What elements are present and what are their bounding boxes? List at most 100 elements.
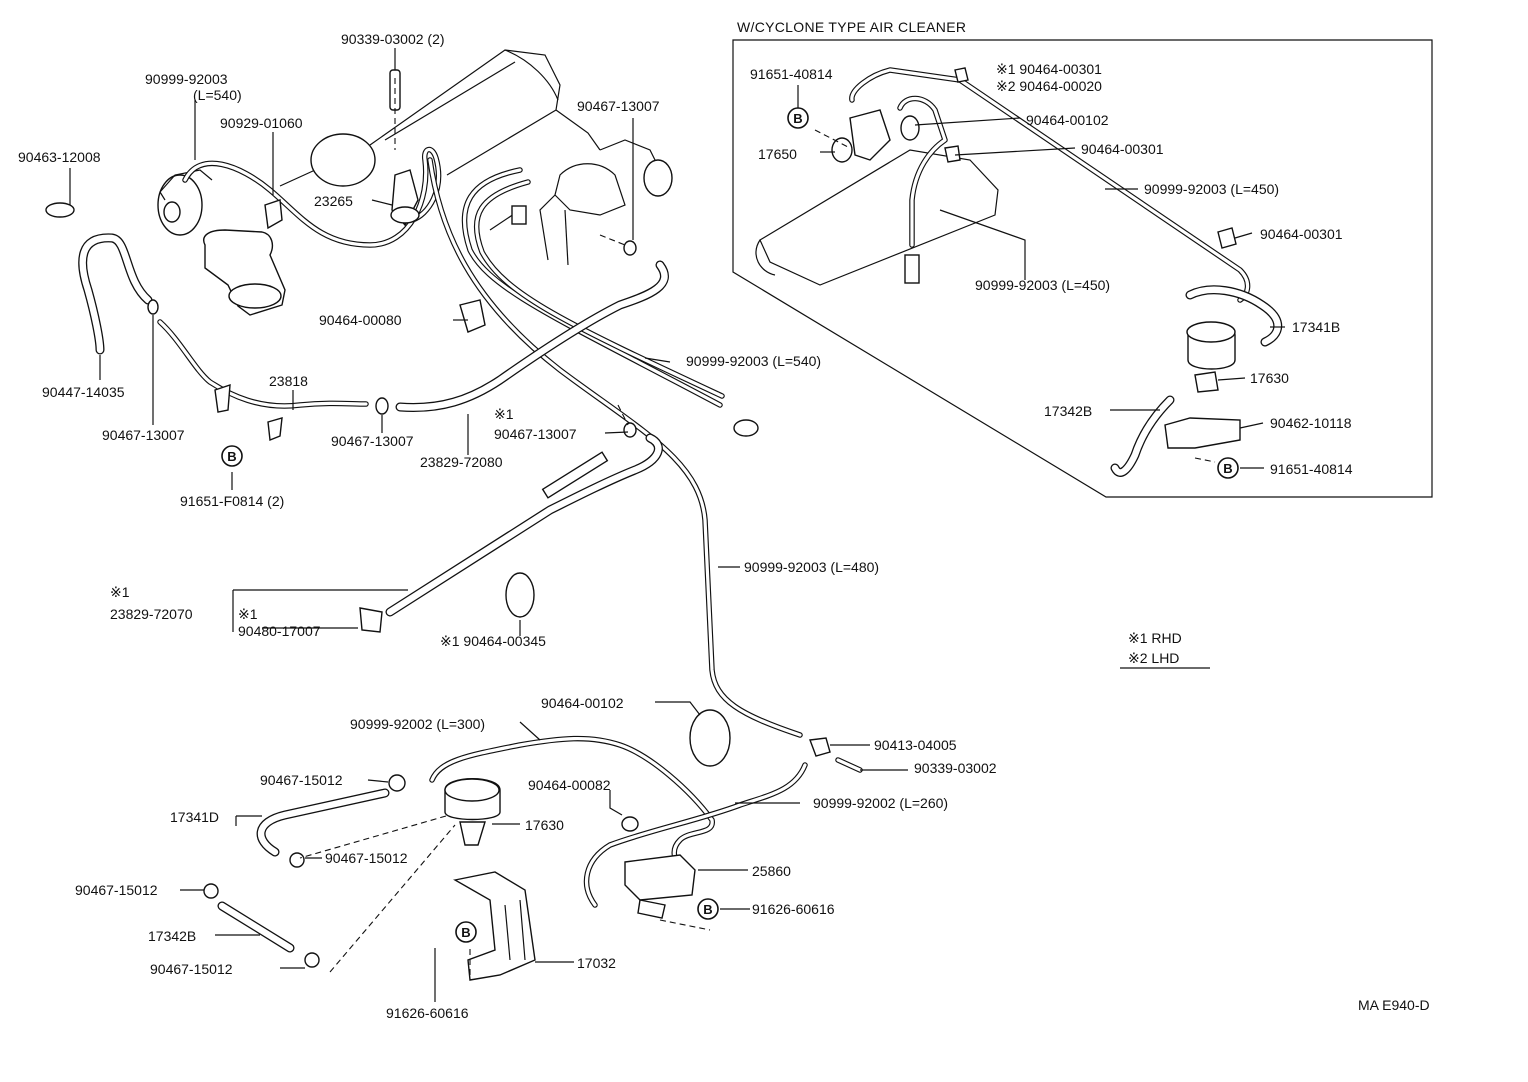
air-cleaner-housing [157, 169, 286, 316]
part-label: 90464-00301 [1260, 226, 1343, 242]
part-label: 90999-92003 (L=480) [744, 559, 879, 575]
clip-90467-d [623, 422, 637, 438]
svg-text:B: B [703, 902, 712, 917]
bracket-17032 [453, 871, 536, 981]
part-label: 90999-92003 [145, 71, 228, 87]
svg-text:B: B [227, 449, 236, 464]
part-label: 90464-00102 [541, 695, 624, 711]
part-label: ※1 [110, 584, 130, 600]
clip-90467-15012-c [203, 883, 219, 899]
legend-lhd: ※2 LHD [1128, 650, 1179, 666]
clamp-inset-00102 [900, 115, 920, 141]
part-label: 17342B [1044, 403, 1092, 419]
inset-parts [755, 67, 1283, 477]
part-label: 17341D [170, 809, 219, 825]
svg-text:B: B [461, 925, 470, 940]
part-label: 90467-15012 [325, 850, 408, 866]
clip-90929 [264, 199, 283, 230]
bolt-mark-4: B [787, 107, 809, 129]
inset-title: W/CYCLONE TYPE AIR CLEANER [737, 19, 966, 35]
part-label: 17341B [1292, 319, 1340, 335]
part-labels: 90339-03002 (2) 90999-92003 (L=540) 9092… [18, 31, 1353, 1021]
part-label: 23818 [269, 373, 308, 389]
engine-outline [279, 49, 673, 266]
part-label: 90467-13007 [102, 427, 185, 443]
clamp-90464-00102 [689, 709, 731, 767]
part-label: 91626-60616 [752, 901, 835, 917]
leader-lines [69, 48, 1285, 1002]
bolt-mark-2: B [455, 921, 477, 943]
part-label: 91651-F0814 (2) [180, 493, 284, 509]
clip-90464-00082 [621, 816, 639, 832]
clamp-90464-00345 [505, 572, 535, 618]
clamp-90464-00080 [459, 299, 486, 333]
part-label: 23829-72080 [420, 454, 503, 470]
part-label: 91626-60616 [386, 1005, 469, 1021]
clip-90467-a [147, 299, 159, 315]
part-label: 17630 [1250, 370, 1289, 386]
clip-90467-15012-b [289, 852, 305, 868]
tee-90413 [809, 737, 831, 757]
part-label: ※1 90464-00345 [440, 633, 546, 649]
svg-text:B: B [793, 111, 802, 126]
bolt-mark-3: B [697, 898, 719, 920]
part-label: 90467-15012 [75, 882, 158, 898]
bracket-90462 [1164, 417, 1241, 449]
part-label: 17650 [758, 146, 797, 162]
part-label: 17630 [525, 817, 564, 833]
clip-90467-b [375, 397, 389, 415]
part-label: 90447-14035 [42, 384, 125, 400]
clip-90467-15012-a [388, 774, 406, 792]
inset-frame: W/CYCLONE TYPE AIR CLEANER [732, 19, 1433, 498]
part-label: 90467-13007 [331, 433, 414, 449]
hoses [78, 146, 863, 953]
switch-inset [904, 254, 920, 284]
oil-filler-cap [310, 133, 376, 187]
part-label: 17032 [577, 955, 616, 971]
part-label: 90467-13007 [494, 426, 577, 442]
svg-text:B: B [1223, 461, 1232, 476]
part-label: 90480-17007 [238, 623, 321, 639]
part-label: 17342B [148, 928, 196, 944]
bolt-mark-5: B [1217, 457, 1239, 479]
part-label: 90464-00301 [1081, 141, 1164, 157]
part-label: (L=540) [193, 87, 242, 103]
part-label: ※1 [494, 406, 514, 422]
part-label: 91651-40814 [1270, 461, 1353, 477]
diaphragm-unit [643, 159, 673, 197]
part-label: 90413-04005 [874, 737, 957, 753]
part-label: 90463-12008 [18, 149, 101, 165]
part-label: 90999-92002 (L=260) [813, 795, 948, 811]
part-label: 90462-10118 [1270, 415, 1352, 431]
vsv-canister [157, 174, 203, 236]
part-label: ※1 [238, 606, 258, 622]
part-label: 90464-00080 [319, 312, 402, 328]
clip-90467-c [623, 240, 637, 256]
part-label: 23829-72070 [110, 606, 193, 622]
vsv-25860 [624, 854, 696, 901]
bolt-mark-1: B [221, 445, 243, 467]
part-label: ※1 90464-00301 [996, 61, 1102, 77]
part-label: 90464-00082 [528, 777, 611, 793]
part-label: ※2 90464-00020 [996, 78, 1102, 94]
clip-90467-15012-d [304, 952, 320, 968]
legend-rhd: ※1 RHD [1128, 630, 1182, 646]
part-label: 25860 [752, 863, 791, 879]
part-label: 90467-13007 [577, 98, 660, 114]
part-label: 90467-15012 [260, 772, 343, 788]
legend: ※1 RHD ※2 LHD [1128, 630, 1182, 666]
part-label: 90999-92003 (L=450) [975, 277, 1110, 293]
vsv-17650 [849, 109, 891, 161]
small-parts [45, 69, 831, 981]
part-label: 90464-00102 [1026, 112, 1109, 128]
part-label: 90999-92002 (L=300) [350, 716, 485, 732]
part-label: 90999-92003 (L=540) [686, 353, 821, 369]
bolt-marks: B B B B B [221, 107, 1239, 943]
part-label: 90467-15012 [150, 961, 233, 977]
clamp-90463 [45, 202, 75, 218]
part-label: 90339-03002 (2) [341, 31, 445, 47]
part-label: 90999-92003 (L=450) [1144, 181, 1279, 197]
part-label: 90339-03002 [914, 760, 997, 776]
part-label: 23265 [314, 193, 353, 209]
